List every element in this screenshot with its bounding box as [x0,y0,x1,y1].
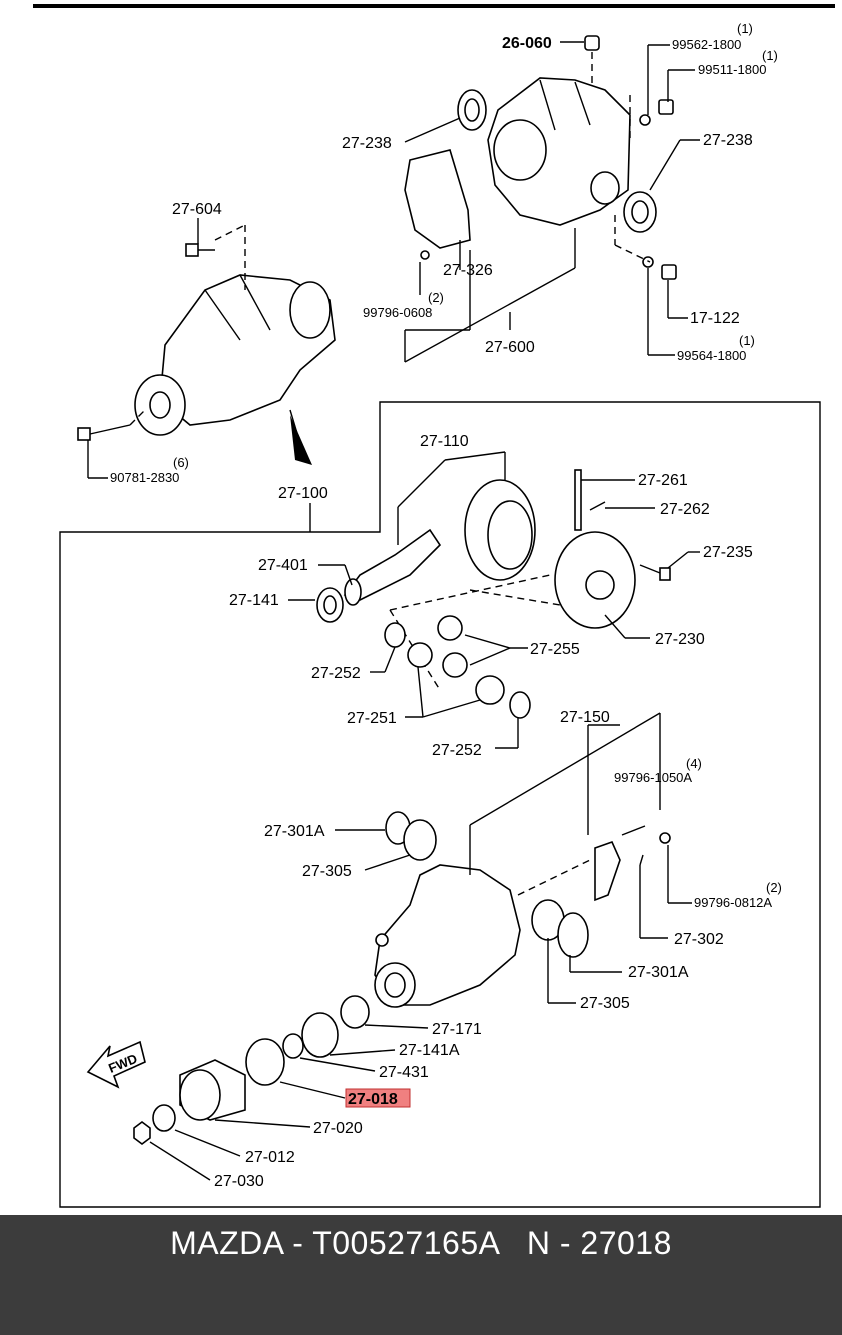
label-27-401[interactable]: 27-401 [258,557,308,574]
label-27-262[interactable]: 27-262 [660,501,710,518]
carrier-housing-group [404,35,700,363]
pinion-shaft-shape [574,469,582,531]
label-27-110[interactable]: 27-110 [420,433,469,450]
label-27-018-highlighted[interactable]: 27-018 [348,1091,398,1108]
label-27-255[interactable]: 27-255 [530,641,580,658]
side-gears-group [370,615,531,749]
qty-99796-0812: (2) [766,880,782,895]
label-27-600[interactable]: 27-600 [485,339,535,356]
label-27-238-left[interactable]: 27-238 [342,135,392,152]
differential-case-group [389,469,700,691]
label-26-060[interactable]: 26-060 [502,35,552,52]
label-99562-1800[interactable]: 99562-1800 [672,37,741,52]
label-27-252-top[interactable]: 27-252 [311,665,361,682]
label-27-150[interactable]: 27-150 [560,709,610,726]
label-27-305-left[interactable]: 27-305 [302,863,352,880]
qty-99564: (1) [739,333,755,348]
label-27-230[interactable]: 27-230 [655,631,705,648]
label-99796-0812a[interactable]: 99796-0812A [694,895,772,910]
label-27-141a[interactable]: 27-141A [399,1042,460,1059]
label-99796-0608[interactable]: 99796-0608 [363,305,432,320]
label-27-301a-right[interactable]: 27-301A [628,964,689,981]
label-27-604[interactable]: 27-604 [172,201,222,218]
cover-plate-shape [404,149,471,249]
label-99564-1800[interactable]: 99564-1800 [677,348,746,363]
label-90781-2830[interactable]: 90781-2830 [110,470,179,485]
footer-bar: MAZDA - T00527165A N - 27018 [0,1215,842,1335]
label-27-012[interactable]: 27-012 [245,1149,295,1166]
label-27-020[interactable]: 27-020 [313,1120,363,1137]
carrier-assembly-group [86,712,692,1181]
label-27-261[interactable]: 27-261 [638,472,688,489]
ring-gear-group [288,451,536,623]
assembled-differential-group [77,218,336,479]
highlight-box [345,1088,411,1108]
label-27-431[interactable]: 27-431 [379,1064,429,1081]
qty-99796-1050: (4) [686,756,702,771]
adjuster-cap-shape [594,840,621,902]
qty-99796-0608: (2) [428,290,444,305]
exploded-parts-diagram: 26-060 (1) 99562-1800 (1) 99511-1800 27-… [33,4,835,1208]
label-99796-1050a[interactable]: 99796-1050A [614,770,692,785]
label-27-252-bottom[interactable]: 27-252 [432,742,482,759]
lock-nut-shape [133,1121,151,1145]
drive-pinion-shape [343,528,442,601]
qty-90781: (6) [173,455,189,470]
label-27-238-right[interactable]: 27-238 [703,132,753,149]
carrier-body-shape [374,864,521,1006]
label-27-301a-left[interactable]: 27-301A [264,823,325,840]
breather-plug-shape [584,35,600,51]
label-27-326[interactable]: 27-326 [443,262,493,279]
label-27-141[interactable]: 27-141 [229,592,279,609]
label-17-122[interactable]: 17-122 [690,310,740,327]
qty-99511: (1) [762,48,778,63]
label-99511-1800[interactable]: 99511-1800 [698,62,766,77]
label-27-305-right[interactable]: 27-305 [580,995,630,1012]
label-27-171[interactable]: 27-171 [432,1021,482,1038]
label-27-100[interactable]: 27-100 [278,485,328,502]
differential-assembly-box [59,401,821,1208]
part-number-caption: MAZDA - T00527165A N - 27018 [170,1225,672,1261]
label-27-235[interactable]: 27-235 [703,544,753,561]
label-27-302[interactable]: 27-302 [674,931,724,948]
forward-arrow-icon [86,1040,146,1089]
label-27-030[interactable]: 27-030 [214,1173,264,1190]
label-27-251[interactable]: 27-251 [347,710,397,727]
part-labels: 26-060 (1) 99562-1800 (1) 99511-1800 27-… [106,21,782,1190]
qty-99562: (1) [737,21,753,36]
